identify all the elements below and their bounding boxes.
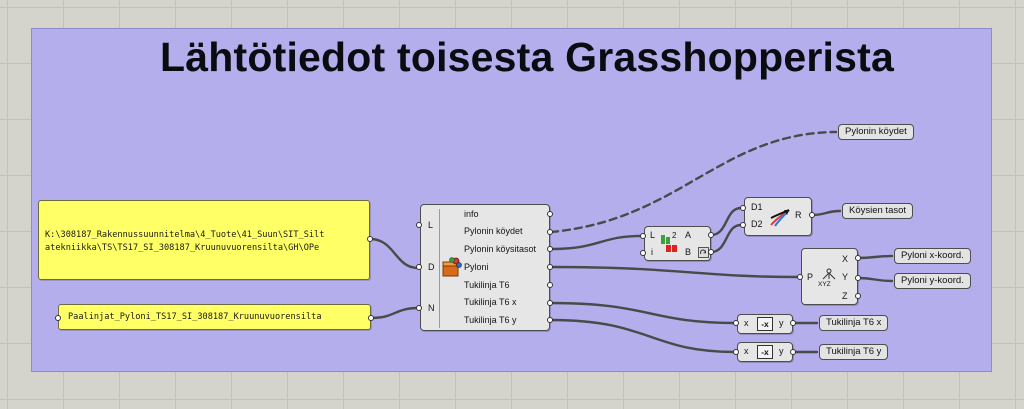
list-output-A-port[interactable] [708, 232, 714, 238]
main-output-koysitasot-port[interactable] [547, 246, 553, 252]
output-pyloni-label: Pyloni [464, 262, 489, 272]
list-output-A-label: A [685, 230, 692, 240]
neg1-input-port[interactable] [733, 320, 739, 326]
file-path-panel[interactable]: K:\308187_Rakennussuunnitelma\4_Tuote\41… [38, 200, 370, 280]
relay-pyloni-y[interactable]: Pyloni y-koord. [894, 273, 971, 289]
relay-tukilinja-y[interactable]: Tukilinja T6 y [819, 344, 889, 360]
decon-output-x-port[interactable] [855, 255, 861, 261]
decon-icon-xyz: XYZ [818, 281, 831, 288]
negative-component-2[interactable]: x -x y [737, 342, 793, 362]
relay-pyloni-x[interactable]: Pyloni x-koord. [894, 248, 971, 264]
decon-output-x-label: X [842, 254, 849, 264]
list-input-i-port[interactable] [640, 250, 646, 256]
neg2-icon-text: -x [761, 347, 769, 357]
main-input-L-port[interactable] [416, 222, 422, 228]
neg2-input-x-label: x [744, 346, 749, 356]
merge-input-d1-port[interactable] [740, 205, 746, 211]
neg2-input-port[interactable] [733, 349, 739, 355]
name-panel-output[interactable] [368, 315, 374, 321]
deconstruct-point-component[interactable]: P XYZ X Y Z [801, 248, 858, 305]
main-output-t6-port[interactable] [547, 282, 553, 288]
output-pylonin-koysitasot-label: Pylonin köysitasot [464, 244, 537, 254]
main-input-D-port[interactable] [416, 264, 422, 270]
output-info-label: info [464, 209, 479, 219]
negative-component-1[interactable]: x -x y [737, 314, 793, 334]
neg2-output-port[interactable] [790, 349, 796, 355]
decon-input-p-port[interactable] [797, 274, 803, 280]
list-input-L-port[interactable] [640, 233, 646, 239]
neg1-icon-text: -x [761, 319, 769, 329]
file-path-line-1: K:\308187_Rakennussuunnitelma\4_Tuote\41… [45, 230, 325, 240]
merge-component[interactable]: D1 D2 R [744, 197, 812, 236]
relay-tukilinja-x[interactable]: Tukilinja T6 x [819, 315, 889, 331]
main-output-t6x-port[interactable] [547, 300, 553, 306]
input-D-label: D [428, 262, 435, 272]
neg1-output-y-label: y [779, 318, 784, 328]
output-pylonin-koydet-label: Pylonin köydet [464, 226, 523, 236]
decon-output-z-port[interactable] [855, 293, 861, 299]
input-L-label: L [428, 220, 434, 230]
name-panel-input[interactable] [55, 315, 61, 321]
list-icon-index: 2 [672, 231, 677, 240]
merge-input-d1-label: D1 [751, 202, 763, 212]
main-output-t6y-port[interactable] [547, 317, 553, 323]
file-path-line-2: atekniikka\TS\TS17_SI_308187_Kruunuvuore… [45, 243, 320, 253]
output-tukilinja-t6-x-label: Tukilinja T6 x [464, 297, 517, 307]
name-panel-value: Paalinjat_Pyloni_TS17_SI_308187_Kruunuvu… [68, 312, 322, 322]
merge-output-r-port[interactable] [809, 212, 815, 218]
group-title: Lähtötiedot toisesta Grasshopperista [160, 34, 894, 80]
decon-output-y-label: Y [842, 272, 849, 282]
input-N-label: N [428, 303, 435, 313]
main-output-koydet-port[interactable] [547, 229, 553, 235]
list-item-icon [661, 235, 677, 252]
decon-output-y-port[interactable] [855, 275, 861, 281]
list-item-component[interactable]: L i 2 A B [644, 226, 711, 261]
output-tukilinja-t6-label: Tukilinja T6 [464, 280, 510, 290]
file-path-panel-output[interactable] [367, 236, 373, 242]
negative-icon: -x [757, 317, 773, 331]
merge-input-d2-label: D2 [751, 219, 763, 229]
neg1-input-x-label: x [744, 318, 749, 328]
negative-icon: -x [757, 345, 773, 359]
list-output-B-label: B [685, 247, 692, 257]
merge-input-d2-port[interactable] [740, 222, 746, 228]
relay-pylonin-koydet[interactable]: Pylonin köydet [838, 124, 914, 140]
output-tukilinja-t6-y-label: Tukilinja T6 y [464, 315, 517, 325]
list-output-B-port[interactable] [708, 249, 714, 255]
name-panel[interactable]: Paalinjat_Pyloni_TS17_SI_308187_Kruunuvu… [58, 304, 371, 330]
list-input-i-label: i [651, 247, 653, 257]
main-output-pyloni-port[interactable] [547, 264, 553, 270]
package-icon [442, 257, 462, 277]
decon-input-p-label: P [807, 272, 814, 282]
decon-output-z-label: Z [842, 291, 848, 301]
main-input-N-port[interactable] [416, 305, 422, 311]
merge-arrows-icon [770, 209, 790, 227]
list-input-L-label: L [650, 230, 656, 240]
xyz-point-icon [822, 268, 836, 280]
data-input-component[interactable]: L D N info Pylonin köydet Pylonin köysit… [420, 204, 550, 331]
neg1-output-port[interactable] [790, 320, 796, 326]
input-separator [439, 209, 440, 328]
relay-koysien-tasot[interactable]: Köysien tasot [842, 203, 914, 219]
main-output-info-port[interactable] [547, 211, 553, 217]
neg2-output-y-label: y [779, 346, 784, 356]
merge-output-r-label: R [795, 210, 802, 220]
